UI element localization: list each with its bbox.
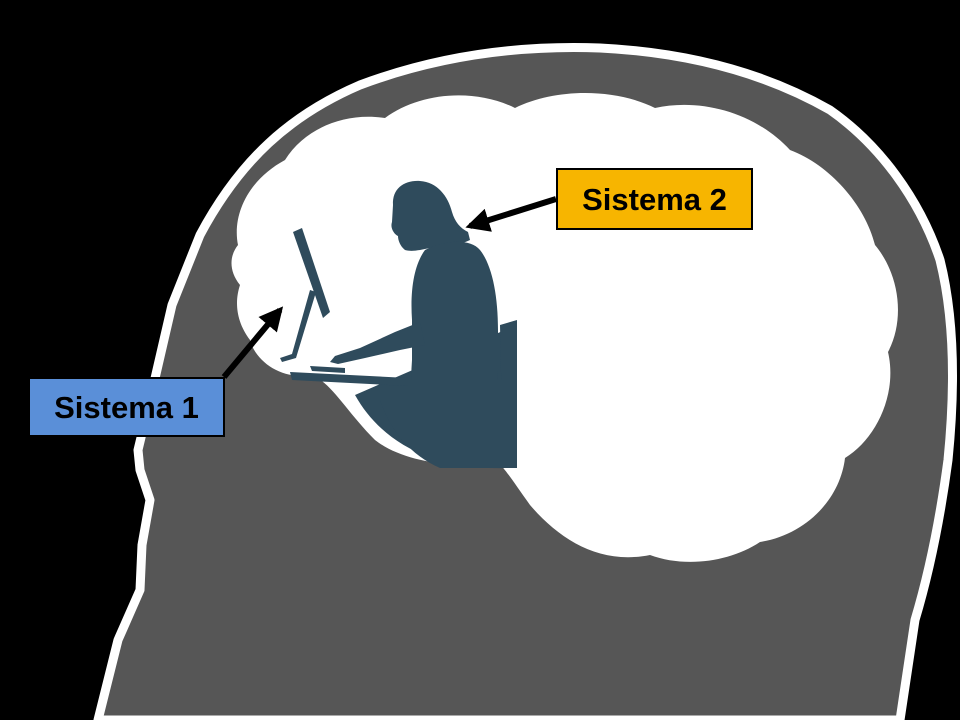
system2-label: Sistema 2 (556, 168, 753, 230)
system1-label: Sistema 1 (28, 377, 225, 437)
system1-arrow (221, 306, 284, 379)
person-at-computer-icon (280, 180, 517, 468)
system1-label-text: Sistema 1 (54, 389, 199, 425)
system2-label-text: Sistema 2 (582, 181, 727, 217)
system2-arrow (465, 196, 557, 232)
